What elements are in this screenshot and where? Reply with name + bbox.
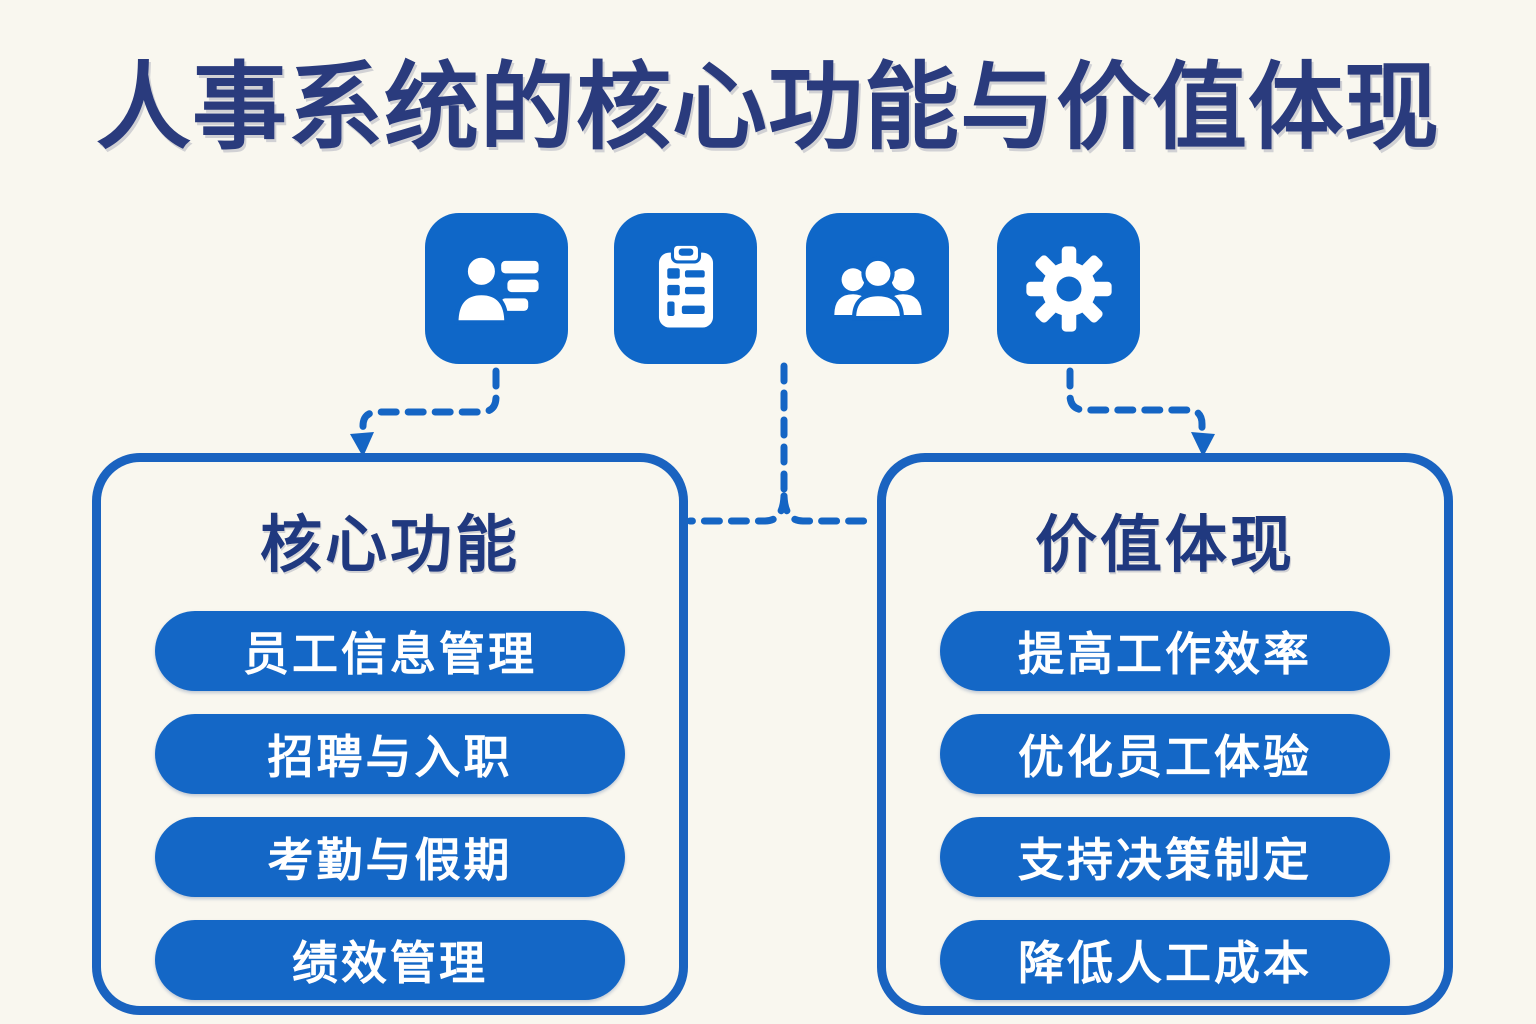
- gear-icon: [997, 213, 1140, 364]
- list-item-employee-info: 员工信息管理: [155, 611, 625, 691]
- core-functions-title: 核心功能: [259, 511, 520, 580]
- clipboard-checklist-icon: [614, 213, 757, 364]
- core-functions-list: 员工信息管理 招聘与入职 考勤与假期 绩效管理: [101, 611, 679, 1000]
- employee-card-icon: [425, 213, 568, 364]
- page-title: 人事系统的核心功能与价值体现: [95, 55, 1440, 161]
- team-icon: [806, 213, 949, 364]
- list-item-performance-mgmt: 绩效管理: [155, 920, 625, 1000]
- value-panel: 价值体现 提高工作效率 优化员工体验 支持决策制定 降低人工成本: [877, 453, 1453, 1015]
- list-item-labor-cost: 降低人工成本: [940, 920, 1390, 1000]
- list-item-attendance-leave: 考勤与假期: [155, 817, 625, 897]
- list-item-recruiting-onboarding: 招聘与入职: [155, 714, 625, 794]
- list-item-decision-support: 支持决策制定: [940, 817, 1390, 897]
- core-functions-panel: 核心功能 员工信息管理 招聘与入职 考勤与假期 绩效管理: [92, 453, 688, 1015]
- value-panel-title: 价值体现: [1034, 511, 1295, 580]
- value-list: 提高工作效率 优化员工体验 支持决策制定 降低人工成本: [886, 611, 1444, 1000]
- list-item-employee-experience: 优化员工体验: [940, 714, 1390, 794]
- list-item-efficiency: 提高工作效率: [940, 611, 1390, 691]
